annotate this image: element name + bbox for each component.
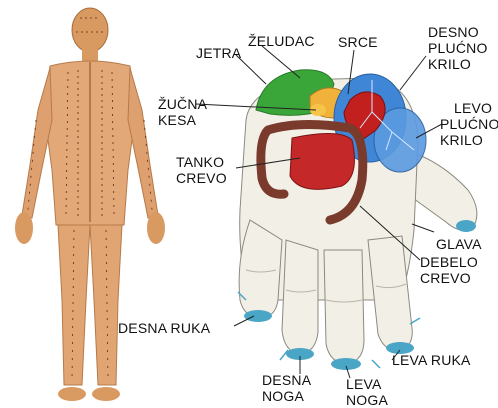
label-debelo-crevo: DEBELO CREVO	[420, 254, 478, 286]
label-plucno2-line: PLUĆNO	[440, 116, 498, 132]
label-levo-plucno-krilo: LEVO PLUĆNO KRILO	[440, 100, 498, 148]
label-desno-line: DESNO	[428, 24, 488, 40]
human-back-figure	[15, 8, 165, 401]
label-kesa-line: KESA	[158, 112, 207, 128]
label-desna-ruka: DESNA RUKA	[118, 320, 210, 336]
label-jetra: JETRA	[196, 45, 241, 61]
label-desno-plucno-krilo: DESNO PLUĆNO KRILO	[428, 24, 488, 72]
label-crevo2-line: CREVO	[420, 270, 478, 286]
label-desna-line: DESNA	[262, 372, 311, 388]
label-glava: GLAVA	[436, 236, 482, 252]
label-leva-ruka: LEVA RUKA	[392, 352, 471, 368]
label-tanko-crevo: TANKO CREVO	[176, 154, 227, 186]
label-tanko-line: TANKO	[176, 154, 227, 170]
label-plucno-line: PLUĆNO	[428, 40, 488, 56]
label-srce: SRCE	[338, 34, 378, 50]
label-desna-noga: DESNA NOGA	[262, 372, 311, 404]
label-zucna-kesa: ŽUČNA KESA	[158, 96, 207, 128]
label-debelo-line: DEBELO	[420, 254, 478, 270]
label-noga2-line: NOGA	[346, 392, 388, 408]
label-leva-line: LEVA	[346, 376, 388, 392]
label-leva-noga: LEVA NOGA	[346, 376, 388, 408]
label-levo-line: LEVO	[440, 100, 498, 116]
label-krilo2-line: KRILO	[440, 132, 498, 148]
label-krilo-line: KRILO	[428, 56, 488, 72]
label-zucna-line: ŽUČNA	[158, 96, 207, 112]
label-zeludac: ŽELUDAC	[248, 33, 315, 49]
label-crevo-line: CREVO	[176, 170, 227, 186]
label-noga-line: NOGA	[262, 388, 311, 404]
